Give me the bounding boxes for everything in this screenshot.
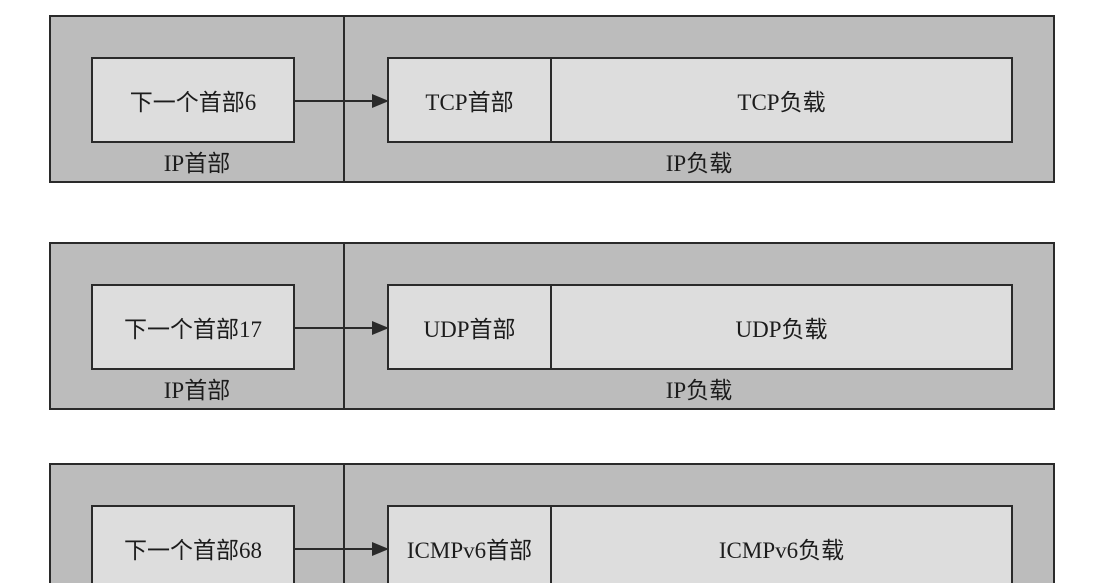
packet-row-udp: 下一个首部17 IP首部 UDP首部 UDP负载 IP负载: [49, 242, 1055, 410]
section-divider-line: [343, 465, 345, 583]
protocol-header-cell: ICMPv6首部: [389, 507, 552, 583]
ip-header-label: IP首部: [163, 151, 231, 177]
protocol-box: TCP首部 TCP负载: [387, 57, 1013, 143]
protocol-box: UDP首部 UDP负载: [387, 284, 1013, 370]
ip-payload-label: IP负载: [665, 151, 733, 177]
packet-row-tcp: 下一个首部6 IP首部 TCP首部 TCP负载 IP负载: [49, 15, 1055, 183]
ip-packet-outer-box: 下一个首部17 IP首部 UDP首部 UDP负载 IP负载: [49, 242, 1055, 410]
protocol-payload-cell: TCP负载: [552, 59, 1011, 141]
arrow-icon: [295, 321, 389, 335]
ip-header-label: IP首部: [163, 378, 231, 404]
protocol-header-cell: UDP首部: [389, 286, 552, 368]
protocol-payload-cell: UDP负载: [552, 286, 1011, 368]
section-divider-line: [343, 17, 345, 181]
next-header-label: 下一个首部68: [124, 538, 262, 563]
arrow-icon: [295, 542, 389, 556]
ip-payload-label: IP负载: [665, 378, 733, 404]
protocol-payload-label: TCP负载: [737, 90, 826, 115]
next-header-box: 下一个首部17: [91, 284, 295, 370]
next-header-label: 下一个首部6: [129, 90, 257, 115]
protocol-header-label: ICMPv6首部: [406, 538, 533, 563]
protocol-payload-label: UDP负载: [735, 317, 828, 342]
ip-packet-outer-box: 下一个首部6 IP首部 TCP首部 TCP负载 IP负载: [49, 15, 1055, 183]
arrow-icon: [295, 94, 389, 108]
protocol-box: ICMPv6首部 ICMPv6负载: [387, 505, 1013, 583]
next-header-label: 下一个首部17: [124, 317, 262, 342]
next-header-box: 下一个首部68: [91, 505, 295, 583]
next-header-box: 下一个首部6: [91, 57, 295, 143]
ip-packet-outer-box: 下一个首部68 ICMPv6首部 ICMPv6负载: [49, 463, 1055, 583]
protocol-header-cell: TCP首部: [389, 59, 552, 141]
packet-row-icmpv6: 下一个首部68 ICMPv6首部 ICMPv6负载: [49, 463, 1055, 583]
protocol-header-label: UDP首部: [423, 317, 516, 342]
protocol-header-label: TCP首部: [425, 90, 514, 115]
protocol-payload-cell: ICMPv6负载: [552, 507, 1011, 583]
section-divider-line: [343, 244, 345, 408]
protocol-payload-label: ICMPv6负载: [718, 538, 845, 563]
